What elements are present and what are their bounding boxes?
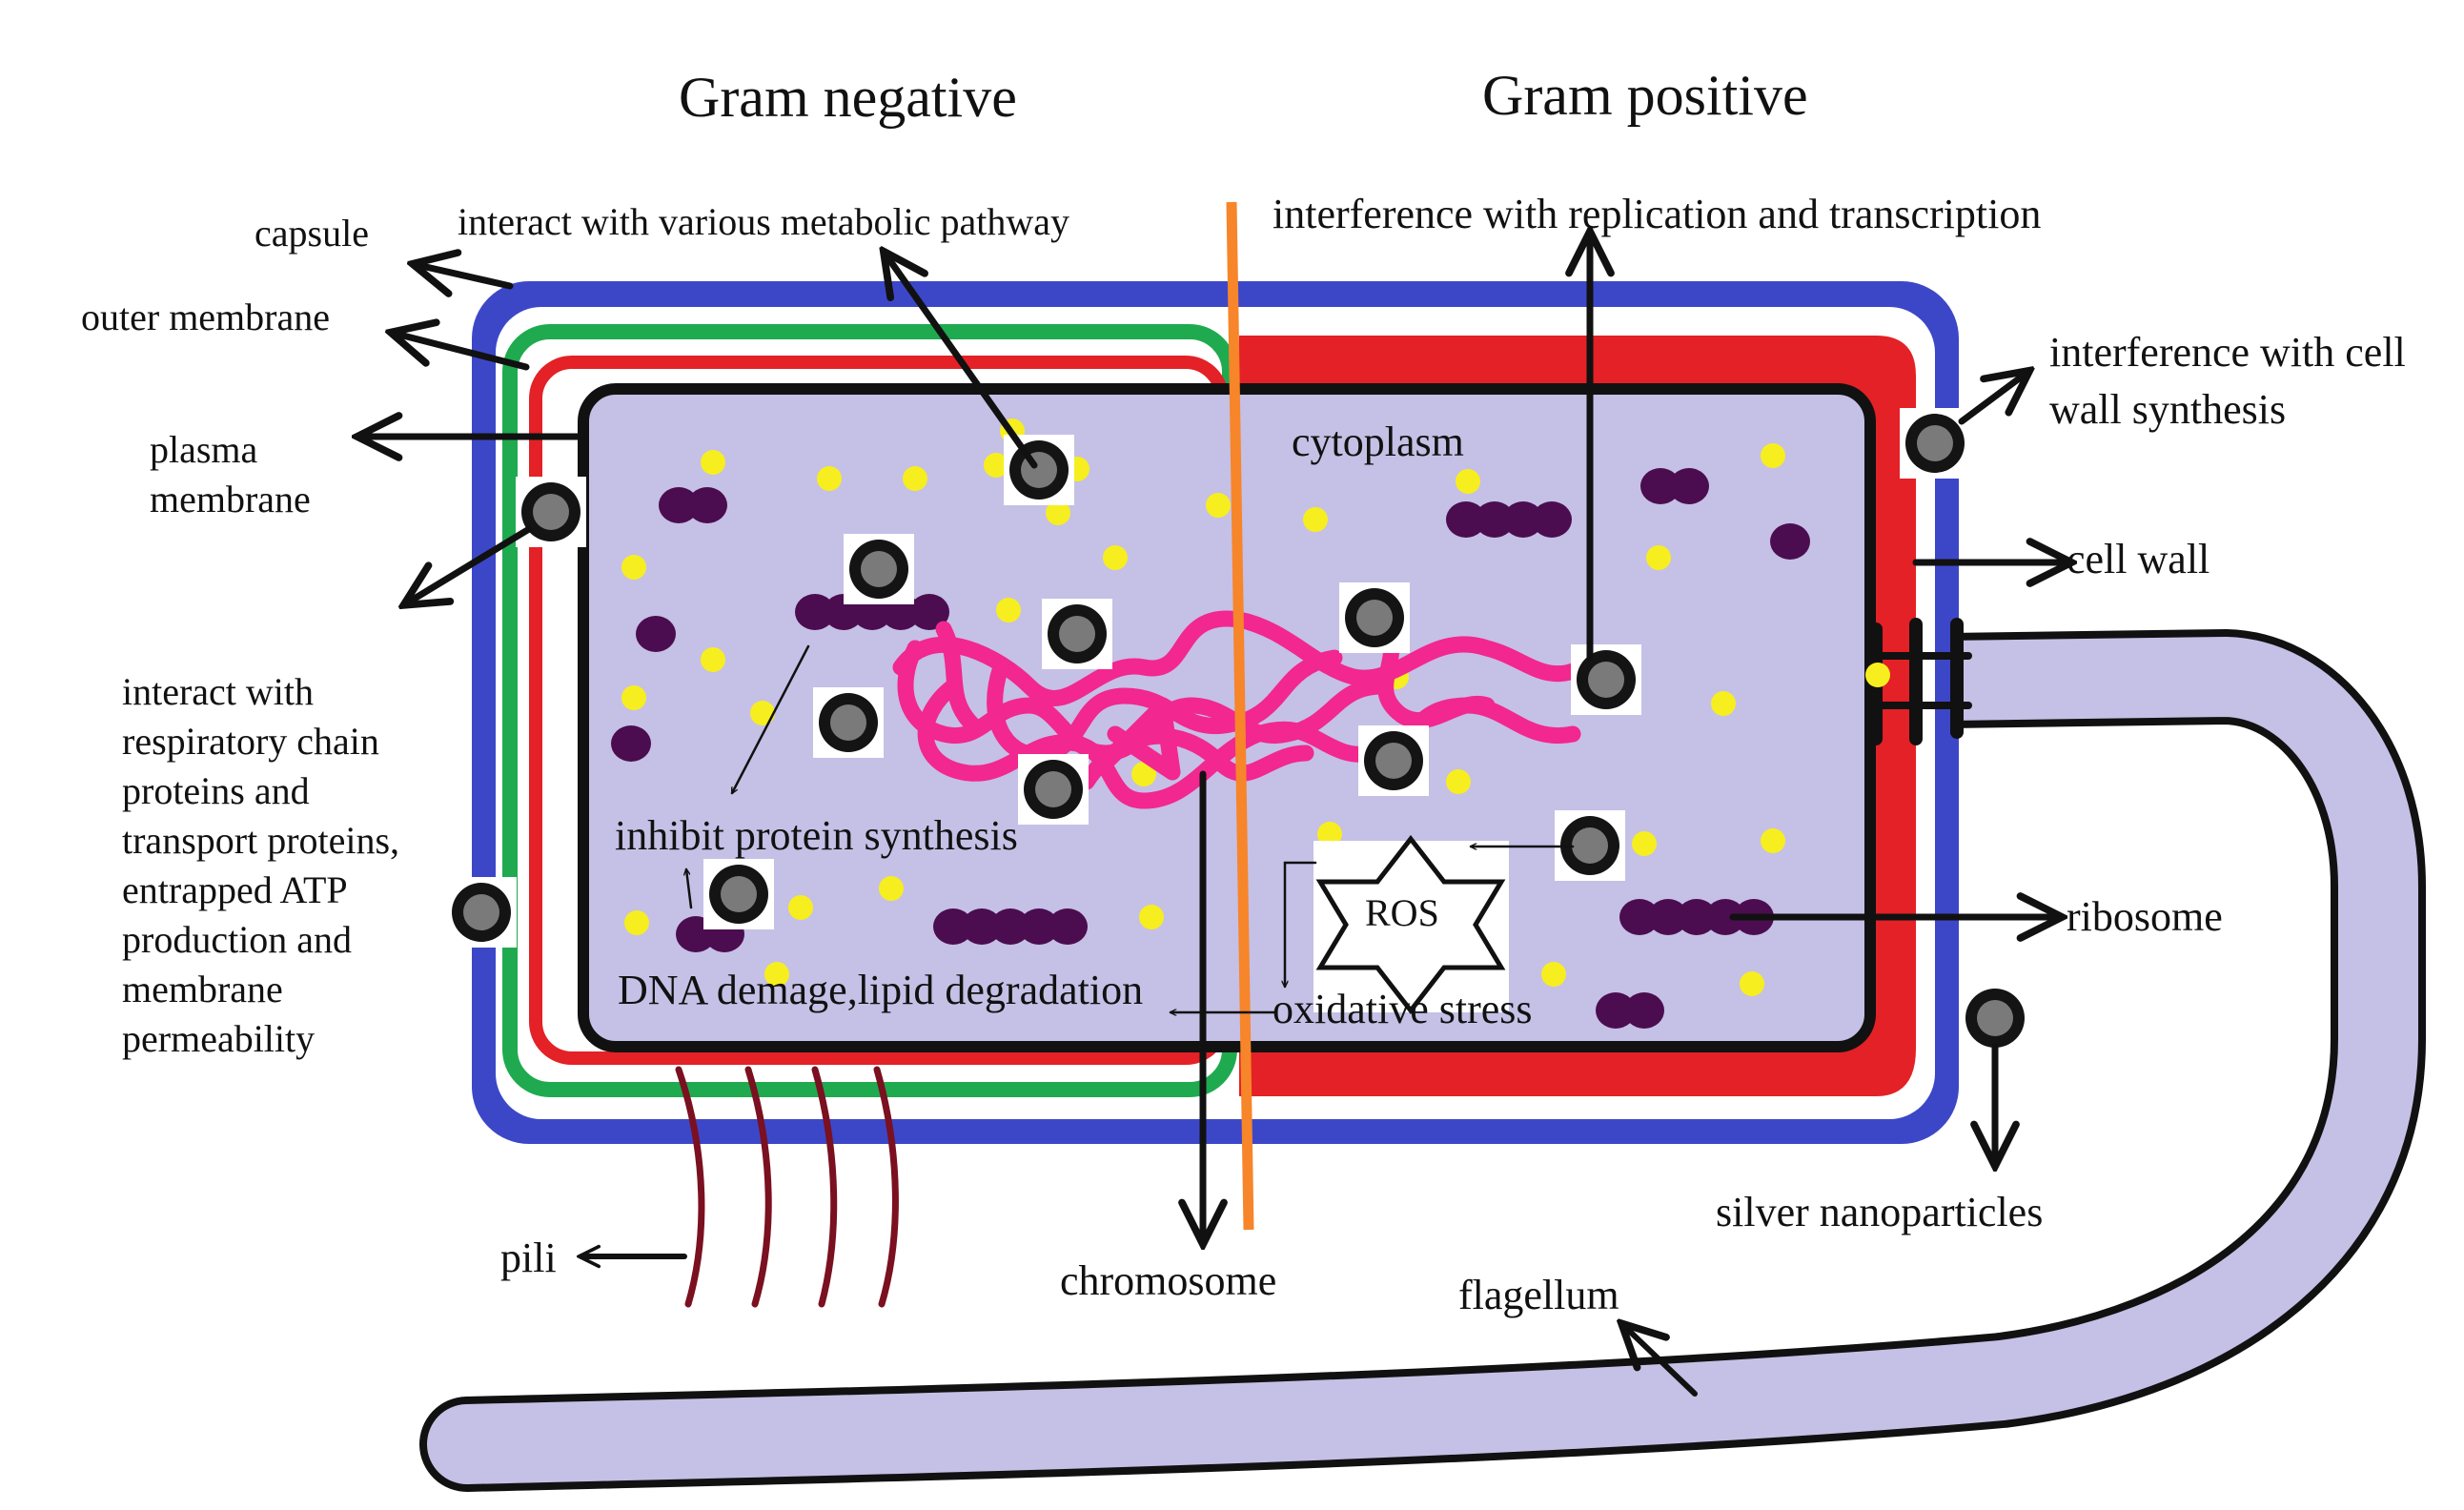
cytoplasm-dot (764, 962, 789, 987)
inhibit-protein-synthesis-label: inhibit protein synthesis (615, 812, 1018, 859)
metabolic-pathway-label: interact with various metabolic pathway (458, 200, 1070, 243)
cytoplasm-dot (1317, 822, 1342, 847)
capsule-label: capsule (255, 212, 369, 255)
heading-gram-positive: Gram positive (1482, 64, 1808, 127)
silver-nanoparticle-icon (1004, 435, 1074, 505)
heading-gram-negative: Gram negative (679, 66, 1017, 129)
gram-divider-line (1226, 201, 1254, 1231)
pili (675, 1066, 899, 1308)
silver-nanoparticle-icon (1042, 599, 1112, 669)
cytoplasm-dot (1139, 905, 1164, 929)
cytoplasm-dot (1541, 962, 1566, 987)
cell-wall-label: cell wall (2067, 536, 2210, 582)
cytoplasm-dot (903, 466, 927, 491)
ribosome-cluster (1596, 992, 1664, 1029)
ribosome-cluster (659, 487, 727, 523)
cytoplasm-dot (1456, 469, 1480, 494)
cytoplasm-dot (996, 598, 1021, 622)
cytoplasm-dot (750, 701, 775, 725)
pili-label: pili (500, 1235, 557, 1281)
silver-nanoparticle-icon (446, 877, 517, 948)
silver-nanoparticle-icon (1339, 582, 1410, 653)
silver-nanoparticle-icon (516, 477, 586, 547)
cytoplasm-dot (1865, 663, 1890, 687)
ribosome-cluster (933, 908, 1088, 945)
cytoplasm-dot (879, 876, 904, 901)
plasma-membrane-label: plasma membrane (150, 428, 311, 520)
cytoplasm-label: cytoplasm (1292, 418, 1464, 465)
ribosome-cluster (1446, 501, 1572, 538)
cytoplasm-dot (701, 450, 725, 475)
cytoplasm-dot (1761, 828, 1785, 853)
ros-star-icon (1313, 834, 1509, 1015)
cytoplasm-dot (788, 895, 813, 920)
cytoplasm-dot (1740, 971, 1764, 996)
flagellum (419, 628, 2426, 1492)
cytoplasm-dot (1632, 831, 1657, 856)
cytoplasm-dot (621, 555, 646, 580)
ros-label: ROS (1365, 891, 1439, 934)
cytoplasm-dot (817, 466, 842, 491)
ribosome-label: ribosome (2067, 893, 2223, 940)
flagellum-label: flagellum (1458, 1272, 1619, 1318)
silver-nanoparticle-icon (1960, 983, 2030, 1053)
cytoplasm-dot (1446, 769, 1471, 794)
cytoplasm-dot (1711, 691, 1736, 716)
ribosome-cluster (636, 616, 676, 652)
replication-transcription-label: interference with replication and transc… (1273, 191, 2042, 237)
silver-nanoparticles-label: silver nanoparticles (1716, 1189, 2044, 1235)
cytoplasm-dot (701, 647, 725, 672)
ribosome-cluster (1640, 468, 1709, 504)
ribosome-cluster (1770, 523, 1810, 560)
annotation-arrows (362, 236, 2067, 1397)
cytoplasm-dot (1103, 545, 1128, 570)
outer-membrane-label: outer membrane (81, 296, 330, 338)
cytoplasm-dot (624, 910, 649, 935)
cytoplasm-dot (1131, 762, 1156, 786)
silver-nanoparticle-icon (1571, 644, 1641, 715)
oxidative-stress-label: oxidative stress (1273, 986, 1533, 1032)
cytoplasm-dot (621, 685, 646, 710)
silver-nanoparticle-icon (813, 687, 884, 758)
silver-nanoparticle-icon (703, 859, 774, 929)
silver-nanoparticles (446, 408, 2030, 1053)
silver-nanoparticle-icon (1900, 408, 1970, 479)
respiratory-chain-label: interact with respiratory chain proteins… (122, 670, 400, 1060)
dna-damage-label: DNA demage,lipid degradation (618, 967, 1144, 1013)
cytoplasm-dot (1206, 493, 1231, 518)
silver-nanoparticle-icon (1358, 725, 1429, 796)
cytoplasm-dot (1046, 500, 1070, 525)
chromosome-label: chromosome (1060, 1257, 1277, 1304)
cytoplasm-dot (1646, 545, 1671, 570)
ribosome-cluster (611, 725, 651, 762)
cytoplasm-dot (1761, 443, 1785, 468)
cytoplasm-dot (984, 453, 1008, 478)
cytoplasm-dot (1303, 507, 1328, 532)
cell-wall-synthesis-label: interference with cell wall synthesis (2049, 329, 2406, 433)
silver-nanoparticle-icon (1018, 754, 1089, 825)
silver-nanoparticle-icon (844, 534, 914, 604)
